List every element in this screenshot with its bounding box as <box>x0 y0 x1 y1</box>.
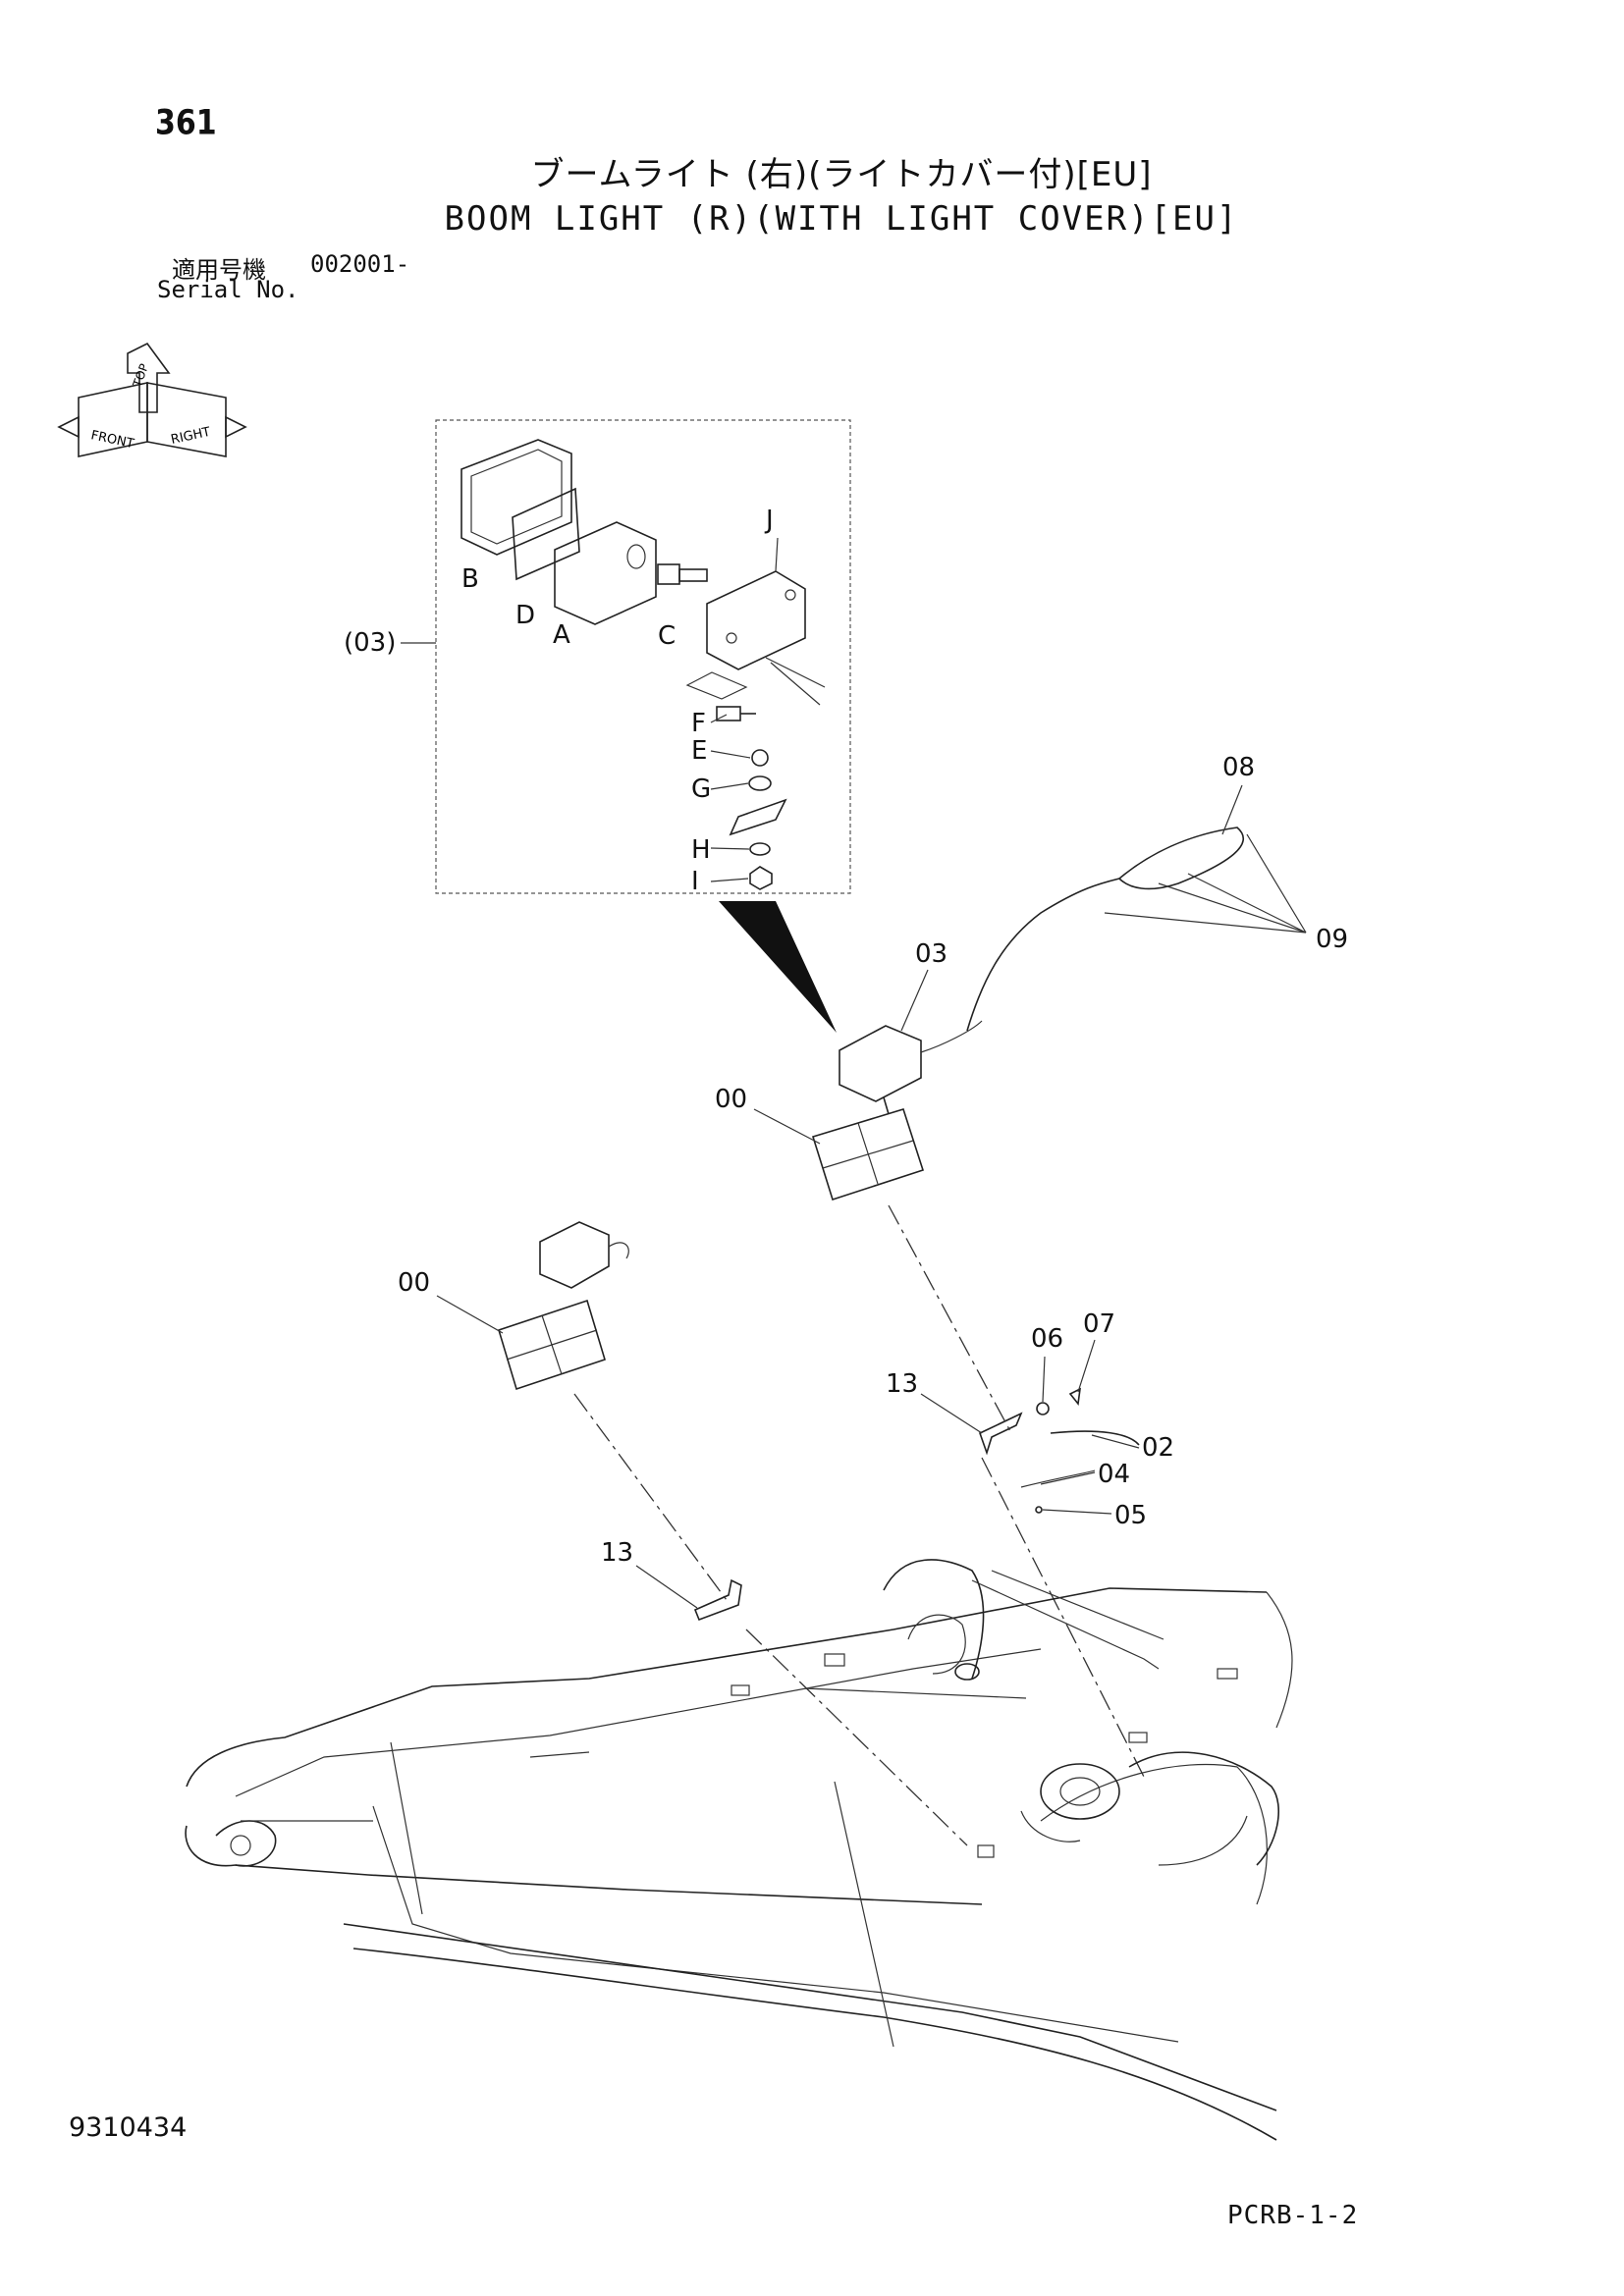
boom-light-assembly <box>839 1020 983 1115</box>
orientation-label-front: FRONT <box>89 428 135 452</box>
callout-a: A <box>553 620 570 650</box>
boom-structure <box>185 1559 1293 2141</box>
bolt <box>1035 1506 1043 1514</box>
callout-b: B <box>461 564 479 594</box>
callout-f: F <box>691 709 706 738</box>
harness-coil <box>1118 827 1244 890</box>
page-number: 361 <box>155 103 217 143</box>
orientation-label-right: RIGHT <box>170 425 212 448</box>
leader-left-lower <box>745 1629 968 1846</box>
lamp-lens <box>554 521 657 625</box>
serial-value: 002001- <box>310 250 410 278</box>
callout-c: C <box>658 621 676 651</box>
serial-label-english: Serial No. <box>157 276 299 303</box>
callout-d: D <box>515 601 535 630</box>
callout-g: G <box>691 774 711 804</box>
title-japanese: ブームライト (右)(ライトカバー付)[EU] <box>530 155 1153 194</box>
harness-cable <box>966 878 1120 1032</box>
callout-j: J <box>764 506 774 535</box>
callout-09: 09 <box>1316 925 1348 954</box>
boom-light-left <box>539 1221 629 1289</box>
callout-02: 02 <box>1142 1433 1174 1463</box>
exploded-view-frame <box>435 419 851 894</box>
callout-08: 08 <box>1222 753 1255 782</box>
assembly-ref-label: (03) <box>344 628 396 658</box>
callout-e: E <box>691 736 707 766</box>
document-number: 9310434 <box>69 2112 188 2143</box>
lamp-housing <box>685 570 826 706</box>
detail-pointer <box>719 901 837 1033</box>
light-cover-upper <box>811 1108 925 1201</box>
lamp-rim <box>460 439 572 556</box>
title-english: BOOM LIGHT (R)(WITH LIGHT COVER)[EU] <box>444 199 1239 239</box>
callout-04: 04 <box>1098 1460 1130 1489</box>
mounting-hardware <box>716 706 787 890</box>
washer <box>1036 1402 1050 1415</box>
bulb <box>657 563 708 585</box>
callout-13-right: 13 <box>886 1369 918 1399</box>
callout-00-left: 00 <box>398 1268 430 1298</box>
screw <box>1068 1387 1081 1406</box>
band <box>1020 1469 1096 1488</box>
callout-05: 05 <box>1114 1501 1147 1530</box>
bracket-right <box>979 1412 1023 1456</box>
clamp <box>1050 1430 1140 1446</box>
orientation-cube-icon: TOP FRONT RIGHT <box>57 342 247 457</box>
callout-06: 06 <box>1031 1324 1063 1354</box>
leader-upper-lower <box>981 1457 1145 1778</box>
callout-i: I <box>691 867 699 896</box>
callout-07: 07 <box>1083 1309 1115 1339</box>
callout-00-upper: 00 <box>715 1085 747 1114</box>
leader-upper <box>888 1204 1012 1434</box>
callout-h: H <box>691 835 711 865</box>
callout-13-left: 13 <box>601 1538 633 1568</box>
bracket-left <box>693 1578 742 1622</box>
callout-03: 03 <box>915 939 947 969</box>
lamp-gasket <box>512 487 580 581</box>
light-cover-left <box>498 1299 606 1391</box>
leader-left <box>573 1393 728 1601</box>
serial-label-japanese: 適用号機 <box>172 256 266 284</box>
sheet-code: PCRB-1-2 <box>1227 2201 1359 2230</box>
